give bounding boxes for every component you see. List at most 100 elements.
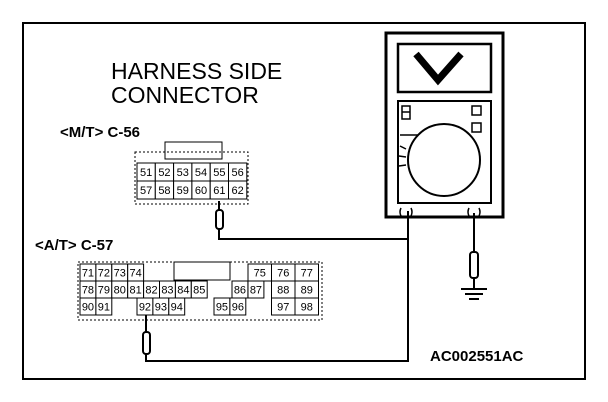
multimeter [384,31,505,219]
pin-cell: 92 [136,297,154,316]
pin-number: 86 [234,285,246,297]
pin-cell: 96 [229,297,247,316]
pin-cell: 60 [191,180,211,200]
meter-jack-right-icon [467,207,481,217]
pin-cell: 62 [228,180,248,200]
mt-connector-housing [134,151,249,205]
lead-pin-61 [218,211,409,240]
pin-number: 53 [177,167,189,179]
pin-number: 78 [82,285,94,297]
pin-number: 97 [277,302,289,314]
probe-ground [469,251,479,279]
pin-cell: 80 [111,280,129,299]
pin-number: 96 [232,302,244,314]
pin-cell: 91 [95,297,113,316]
pin-cell: 82 [143,280,161,299]
pin-number: 98 [301,302,313,314]
pin-number: 90 [82,302,94,314]
title-line2: CONNECTOR [111,82,259,108]
pin-cell: 98 [294,297,319,316]
pin-cell: 58 [154,180,175,200]
pin-number: 71 [82,268,94,280]
pin-cell: 75 [247,263,272,282]
pin-cell: 59 [173,180,193,200]
pin-cell: 61 [209,180,229,200]
pin-cell: 72 [95,263,113,282]
pin-cell: 53 [173,162,193,182]
pin-number: 52 [158,167,170,179]
test-leads [142,201,479,362]
pin-cell: 87 [247,280,265,299]
pin-number: 74 [130,268,142,280]
pin-cell: 57 [136,180,156,200]
pin-number: 62 [232,185,244,197]
pin-number: 61 [213,185,225,197]
pin-cell-box [294,297,319,316]
pin-cell: 89 [294,280,319,299]
pin-number: 84 [177,285,189,297]
at-connector-label: <A/T> C-57 [35,237,113,254]
pin-cell: 79 [95,280,113,299]
meter-button-right [471,122,482,133]
pin-number: 82 [145,285,157,297]
pin-cell: 51 [136,162,156,182]
pin-cell-box [95,297,113,316]
pin-cell: 90 [79,297,97,316]
pin-number: 85 [193,285,205,297]
pin-cell: 74 [127,263,145,282]
pin-number: 72 [98,268,110,280]
pin-cell: 97 [271,297,296,316]
pin-number: 91 [98,302,110,314]
meter-button-top-right [471,105,482,116]
pin-number: 56 [232,167,244,179]
meter-rotary-dial [407,123,481,197]
lead-pin-92 [145,239,409,362]
pin-number: 60 [195,185,207,197]
pin-cell: 93 [152,297,170,316]
pin-cell: 81 [127,280,145,299]
pin-cell: 77 [294,263,319,282]
pin-cell: 76 [271,263,296,282]
pin-cell: 52 [154,162,175,182]
pin-number: 79 [98,285,110,297]
pin-number: 95 [216,302,228,314]
pin-number: 80 [114,285,126,297]
pin-cell: 71 [79,263,97,282]
pin-number: 81 [130,285,142,297]
pin-cell-box [190,280,208,299]
meter-dial-ticks [398,145,407,167]
pin-number: 55 [213,167,225,179]
pin-cell: 83 [159,280,176,299]
volt-display-icon [413,51,464,86]
pin-number: 77 [301,268,313,280]
pin-number: 59 [177,185,189,197]
pin-number: 89 [301,285,313,297]
pin-number: 93 [155,302,167,314]
pin-number: 92 [139,302,151,314]
pin-cell-box [229,297,247,316]
pin-cell: 73 [111,263,129,282]
pin-cell: 54 [191,162,211,182]
title-line1: HARNESS SIDE [111,58,282,84]
pin-cell: 94 [168,297,186,316]
ground-icon [461,288,487,300]
pin-cell: 56 [228,162,248,182]
pin-number: 73 [114,268,126,280]
mt-connector-latch [164,141,223,160]
pin-cell: 95 [213,297,231,316]
pin-number: 87 [250,285,262,297]
meter-jack-left-icon [399,207,413,217]
pin-number: 75 [254,268,266,280]
pin-cell: 55 [209,162,229,182]
figure-code: AC002551AC [430,348,524,365]
probe-pin-61 [215,209,224,230]
outer-frame [22,22,586,380]
pin-cell: 86 [231,280,249,299]
pin-number: 54 [195,167,207,179]
pin-cell-box [228,180,248,200]
pin-number: 58 [158,185,170,197]
mt-connector-label: <M/T> C-56 [60,124,140,141]
pin-number: 51 [140,167,152,179]
